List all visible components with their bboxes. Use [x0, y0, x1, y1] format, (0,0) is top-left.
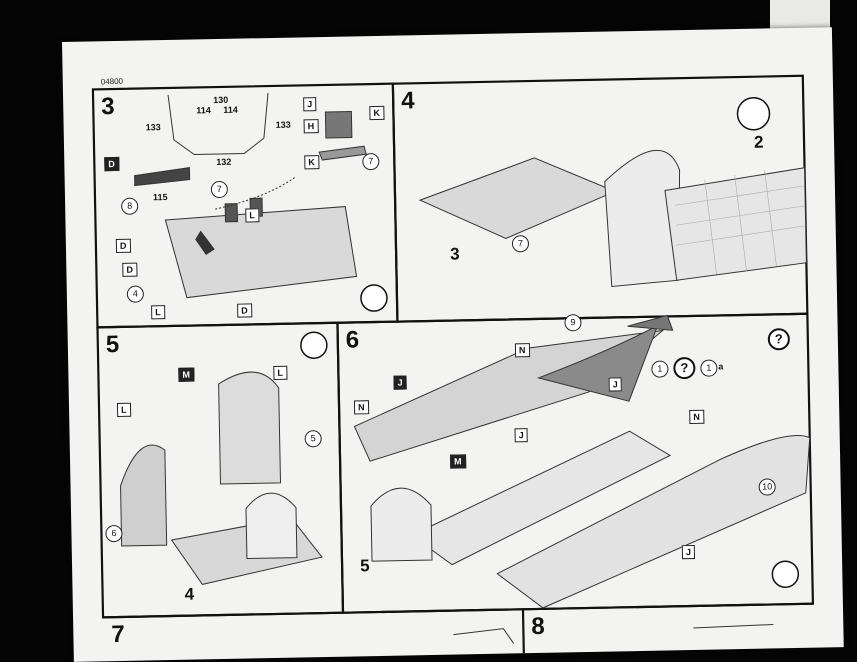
- decal-flag-d: D: [115, 238, 131, 254]
- step-6-label: 6: [345, 326, 360, 354]
- step-7-label: 7: [111, 620, 126, 649]
- part-132: 132: [216, 156, 232, 168]
- fuselage-2-label: 2: [753, 132, 764, 152]
- part-133: 133: [275, 119, 291, 130]
- part-114: 114: [223, 104, 238, 115]
- decal-flag-n: N: [689, 409, 704, 425]
- decal-flag-d: D: [104, 156, 119, 172]
- decal-flag-l: L: [273, 365, 288, 381]
- decal-flag-d: D: [122, 262, 138, 277]
- step-8-label: 8: [531, 612, 545, 641]
- step-4-label: 4: [400, 87, 415, 115]
- decal-flag-k: K: [369, 105, 385, 121]
- part-130: 130: [213, 94, 229, 106]
- decal-flag-j: J: [303, 97, 317, 112]
- decal-flag-n: N: [353, 400, 369, 415]
- decal-flag-m: M: [178, 367, 195, 382]
- decal-flag-l: L: [151, 305, 165, 320]
- assembly-5-label: 5: [359, 556, 370, 576]
- step-5-label: 5: [105, 330, 120, 359]
- assembly-4-label: 4: [184, 584, 195, 604]
- decal-flag-j: J: [608, 377, 622, 392]
- decal-flag-j: J: [393, 375, 407, 390]
- step-3-label: 3: [100, 93, 115, 121]
- decal-flag-h: H: [303, 119, 319, 134]
- decal-flag-k: K: [304, 155, 319, 170]
- instruction-page: 04800: [62, 27, 844, 662]
- decal-flag-l: L: [116, 402, 131, 418]
- part-1a-suffix: a: [718, 361, 724, 372]
- part-133: 133: [145, 122, 161, 133]
- assembly-3-label: 3: [449, 244, 460, 264]
- decal-flag-m: M: [449, 454, 466, 469]
- part-115: 115: [152, 192, 168, 203]
- assembly-illustrations: [91, 74, 815, 654]
- decal-flag-j: J: [514, 428, 528, 443]
- decal-flag-n: N: [514, 343, 530, 358]
- decal-flag-l: L: [245, 208, 259, 223]
- decal-flag-d: D: [237, 303, 252, 318]
- part-114: 114: [196, 105, 211, 116]
- decal-flag-j: J: [681, 544, 696, 560]
